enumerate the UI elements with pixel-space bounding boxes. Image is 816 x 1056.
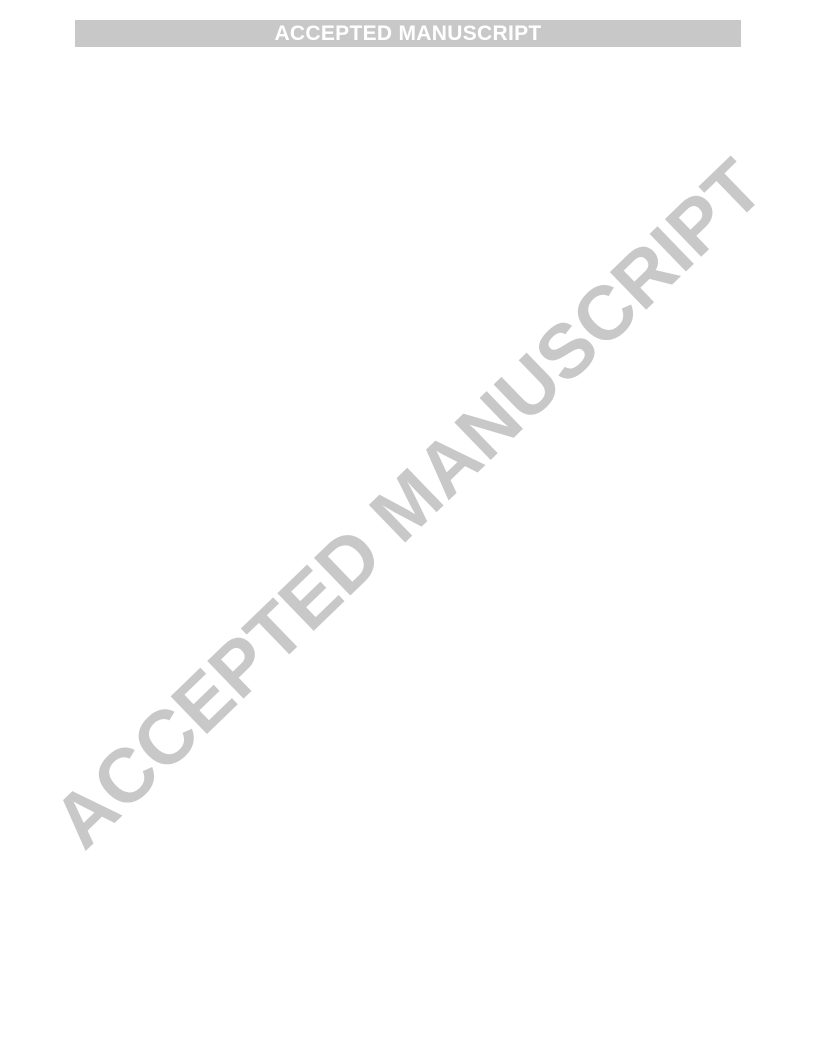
accepted-manuscript-banner: ACCEPTED MANUSCRIPT [75, 20, 741, 47]
banner-title: ACCEPTED MANUSCRIPT [274, 22, 542, 45]
watermark-text: ACCEPTED MANUSCRIPT [37, 144, 779, 865]
